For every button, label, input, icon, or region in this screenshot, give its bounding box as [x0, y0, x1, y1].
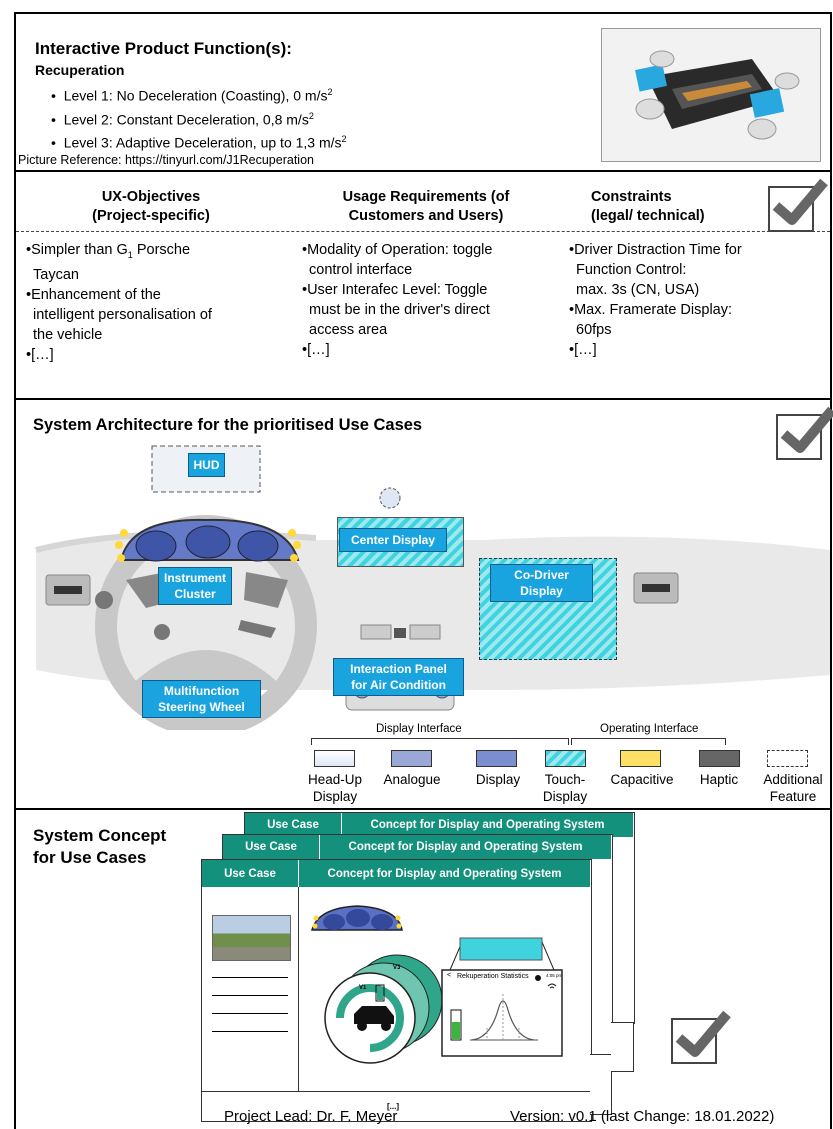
- level-item: • Level 1: No Deceleration (Coasting), 0…: [51, 87, 333, 104]
- legend-swatch-display: [476, 750, 517, 767]
- legend-bracket-operating: [571, 738, 726, 745]
- legend-label-capacitive: Capacitive: [610, 772, 674, 787]
- legend-label-display: Display: [475, 772, 521, 787]
- footer-version: Version: v0.1 (last Change: 18.01.2022): [510, 1108, 775, 1125]
- level-item: • Level 3: Adaptive Deceleration, up to …: [51, 134, 347, 151]
- checkbox-checked-icon: [768, 178, 828, 232]
- card-divider-vertical: [298, 887, 299, 1091]
- legend-label-haptic: Haptic: [699, 772, 739, 787]
- v1-label: V1: [359, 985, 367, 991]
- legend-display-interface: Display Interface: [376, 723, 462, 735]
- constraints-list: •Driver Distraction Time for Function Co…: [569, 242, 742, 358]
- constraints-header: Constraints (legal/ technical): [591, 189, 705, 224]
- text-line: [212, 995, 288, 996]
- level-list: • Level 1: No Deceleration (Coasting), 0…: [51, 82, 347, 153]
- header-divider: [16, 231, 830, 232]
- architecture-title: System Architecture for the prioritised …: [33, 416, 423, 434]
- legend-label-touch: Touch-Display: [542, 772, 588, 804]
- text-line: [212, 1031, 288, 1032]
- picture-reference: Picture Reference: https://tinyurl.com/J…: [18, 153, 314, 167]
- requirements-section: UX-Objectives (Project-specific) Usage R…: [14, 170, 832, 400]
- product-title: Interactive Product Function(s):: [35, 39, 292, 58]
- card-stack-edge: [611, 1022, 634, 1072]
- usage-requirements-list: •Modality of Operation: toggle control i…: [302, 242, 493, 358]
- ux-objectives-header: UX-Objectives (Project-specific): [92, 189, 210, 224]
- level-item: • Level 2: Constant Deceleration, 0,8 m/…: [51, 110, 314, 128]
- checkbox-checked-icon: [776, 406, 833, 460]
- legend-swatch-additional: [767, 750, 808, 767]
- stats-back: <: [447, 972, 452, 979]
- legend-swatch-head-up: [314, 750, 355, 767]
- legend-swatch-touch: [545, 750, 586, 767]
- text-line: [212, 977, 288, 978]
- hud-label: HUD: [188, 453, 225, 477]
- usage-requirements-header: Usage Requirements (of Customers and Use…: [342, 189, 510, 224]
- product-section: Interactive Product Function(s): Recuper…: [14, 12, 832, 172]
- use-case-header: Use Case: [202, 860, 299, 887]
- legend-swatch-analogue: [391, 750, 432, 767]
- use-case-header: Use Case: [245, 813, 342, 837]
- footer-project-lead: Project Lead: Dr. F. Meyer: [224, 1108, 398, 1125]
- concept-header: Concept for Display and Operating System: [320, 835, 611, 859]
- legend-swatch-capacitive: [620, 750, 661, 767]
- concept-header: Concept for Display and Operating System: [299, 860, 590, 887]
- architecture-section: System Architecture for the prioritised …: [14, 398, 833, 810]
- road-image: [212, 915, 291, 961]
- use-case-header: Use Case: [223, 835, 320, 859]
- legend-operating-interface: Operating Interface: [600, 723, 699, 735]
- card-ellipsis: [...]: [387, 1102, 399, 1111]
- product-subtitle: Recuperation: [35, 62, 125, 78]
- legend-label-analogue: Analogue: [383, 772, 441, 787]
- checkbox-checked-icon: [671, 1010, 731, 1064]
- concept-card-front: Use Case Concept for Display and Operati…: [201, 859, 592, 1122]
- legend-swatch-haptic: [699, 750, 740, 767]
- stats-time: 4:05 pm: [546, 973, 563, 978]
- legend-bracket-display: [311, 738, 569, 745]
- card-stack-edge: [590, 1054, 612, 1115]
- stats-title: Rekuperation Statistics: [457, 973, 529, 980]
- v3-label: V3: [393, 965, 401, 971]
- card-divider-horizontal: [202, 1091, 591, 1092]
- concept-header: Concept for Display and Operating System: [342, 813, 633, 837]
- recuperation-level-illustration: [311, 905, 563, 1064]
- center-display-label: Center Display: [339, 528, 447, 552]
- text-line: [212, 1013, 288, 1014]
- chassis-image: [601, 28, 821, 162]
- ux-objectives-list: •Simpler than G1 Porsche Taycan •Enhance…: [26, 242, 212, 363]
